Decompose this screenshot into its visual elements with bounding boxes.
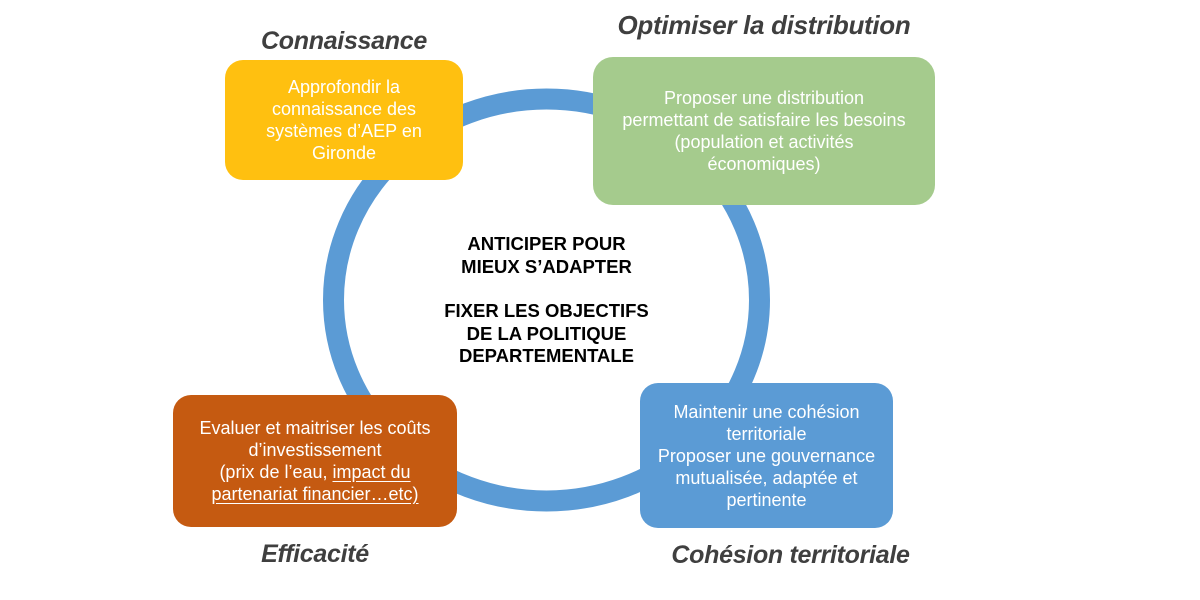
cycle-ring-ellipse <box>323 88 770 512</box>
quadrant-title-connaissance: Connaissance <box>261 27 427 55</box>
text-line: Gironde <box>311 143 377 163</box>
text-line: territoriale <box>726 423 807 444</box>
text-line: Evaluer et maitriser les coûts <box>199 418 431 438</box>
quadrant-title-efficacite: Efficacité <box>261 540 369 568</box>
quadrant-title-cohesion-territoriale: Cohésion territoriale <box>671 541 910 569</box>
text-line: Approfondir la <box>287 77 401 97</box>
text-segment-underlined: impact du <box>332 462 411 482</box>
box-optimiser-paragraph-2: permettant de satisfaire les besoins <box>622 110 906 130</box>
box-efficacite-paragraph-1: Evaluer et maitriser les coûts d’investi… <box>199 417 430 461</box>
text-line-underlined: partenariat financier…etc) <box>211 484 419 504</box>
box-cohesion-paragraph-1: Maintenir une cohésion territoriale <box>673 401 859 445</box>
text-segment: (prix de l’eau, <box>219 462 333 482</box>
text-line: ANTICIPER POUR <box>467 233 626 254</box>
box-optimiser-paragraph-1: Proposer une distribution <box>663 88 865 108</box>
box-connaissance-text: Approfondir la connaissance des systèmes… <box>266 76 422 164</box>
text-line: Maintenir une cohésion <box>673 401 860 422</box>
box-efficacite: Evaluer et maitriser les coûts d’investi… <box>173 395 457 527</box>
box-connaissance: Approfondir la connaissance des systèmes… <box>225 60 463 180</box>
center-phrase-anticiper: ANTICIPER POUR MIEUX S’ADAPTER <box>413 233 680 278</box>
text-line: (population et activités <box>674 132 854 152</box>
text-line: pertinente <box>726 489 807 510</box>
box-cohesion-paragraph-2: Proposer une gouvernance mutualisée, ada… <box>658 445 875 511</box>
quadrant-title-optimiser-distribution: Optimiser la distribution <box>617 10 911 40</box>
text-line: DEPARTEMENTALE <box>458 345 635 366</box>
center-objectives-text: ANTICIPER POUR MIEUX S’ADAPTER FIXER LES… <box>413 233 680 368</box>
text-line: Proposer une gouvernance <box>657 445 876 466</box>
text-line: connaissance des <box>271 99 417 119</box>
text-line: d’investissement <box>248 440 382 460</box>
box-optimiser-paragraph-3: (population et activités économiques) <box>674 131 853 175</box>
text-line: MIEUX S’ADAPTER <box>461 255 632 277</box>
box-cohesion-territoriale: Maintenir une cohésion territoriale Prop… <box>640 383 893 528</box>
text-line: (prix de l’eau, impact du <box>211 461 418 483</box>
box-efficacite-paragraph-2: (prix de l’eau, impact du partenariat fi… <box>211 461 418 505</box>
text-line: FIXER LES OBJECTIFS <box>444 300 649 321</box>
text-line: économiques) <box>707 154 821 174</box>
text-line: systèmes d’AEP en <box>266 121 422 141</box>
center-phrase-fixer-objectifs: FIXER LES OBJECTIFS DE LA POLITIQUE DEPA… <box>413 300 680 368</box>
text-line: DE LA POLITIQUE <box>466 322 627 344</box>
box-optimiser-distribution: Proposer une distribution permettant de … <box>593 57 935 205</box>
text-line: mutualisée, adaptée et <box>675 467 858 488</box>
